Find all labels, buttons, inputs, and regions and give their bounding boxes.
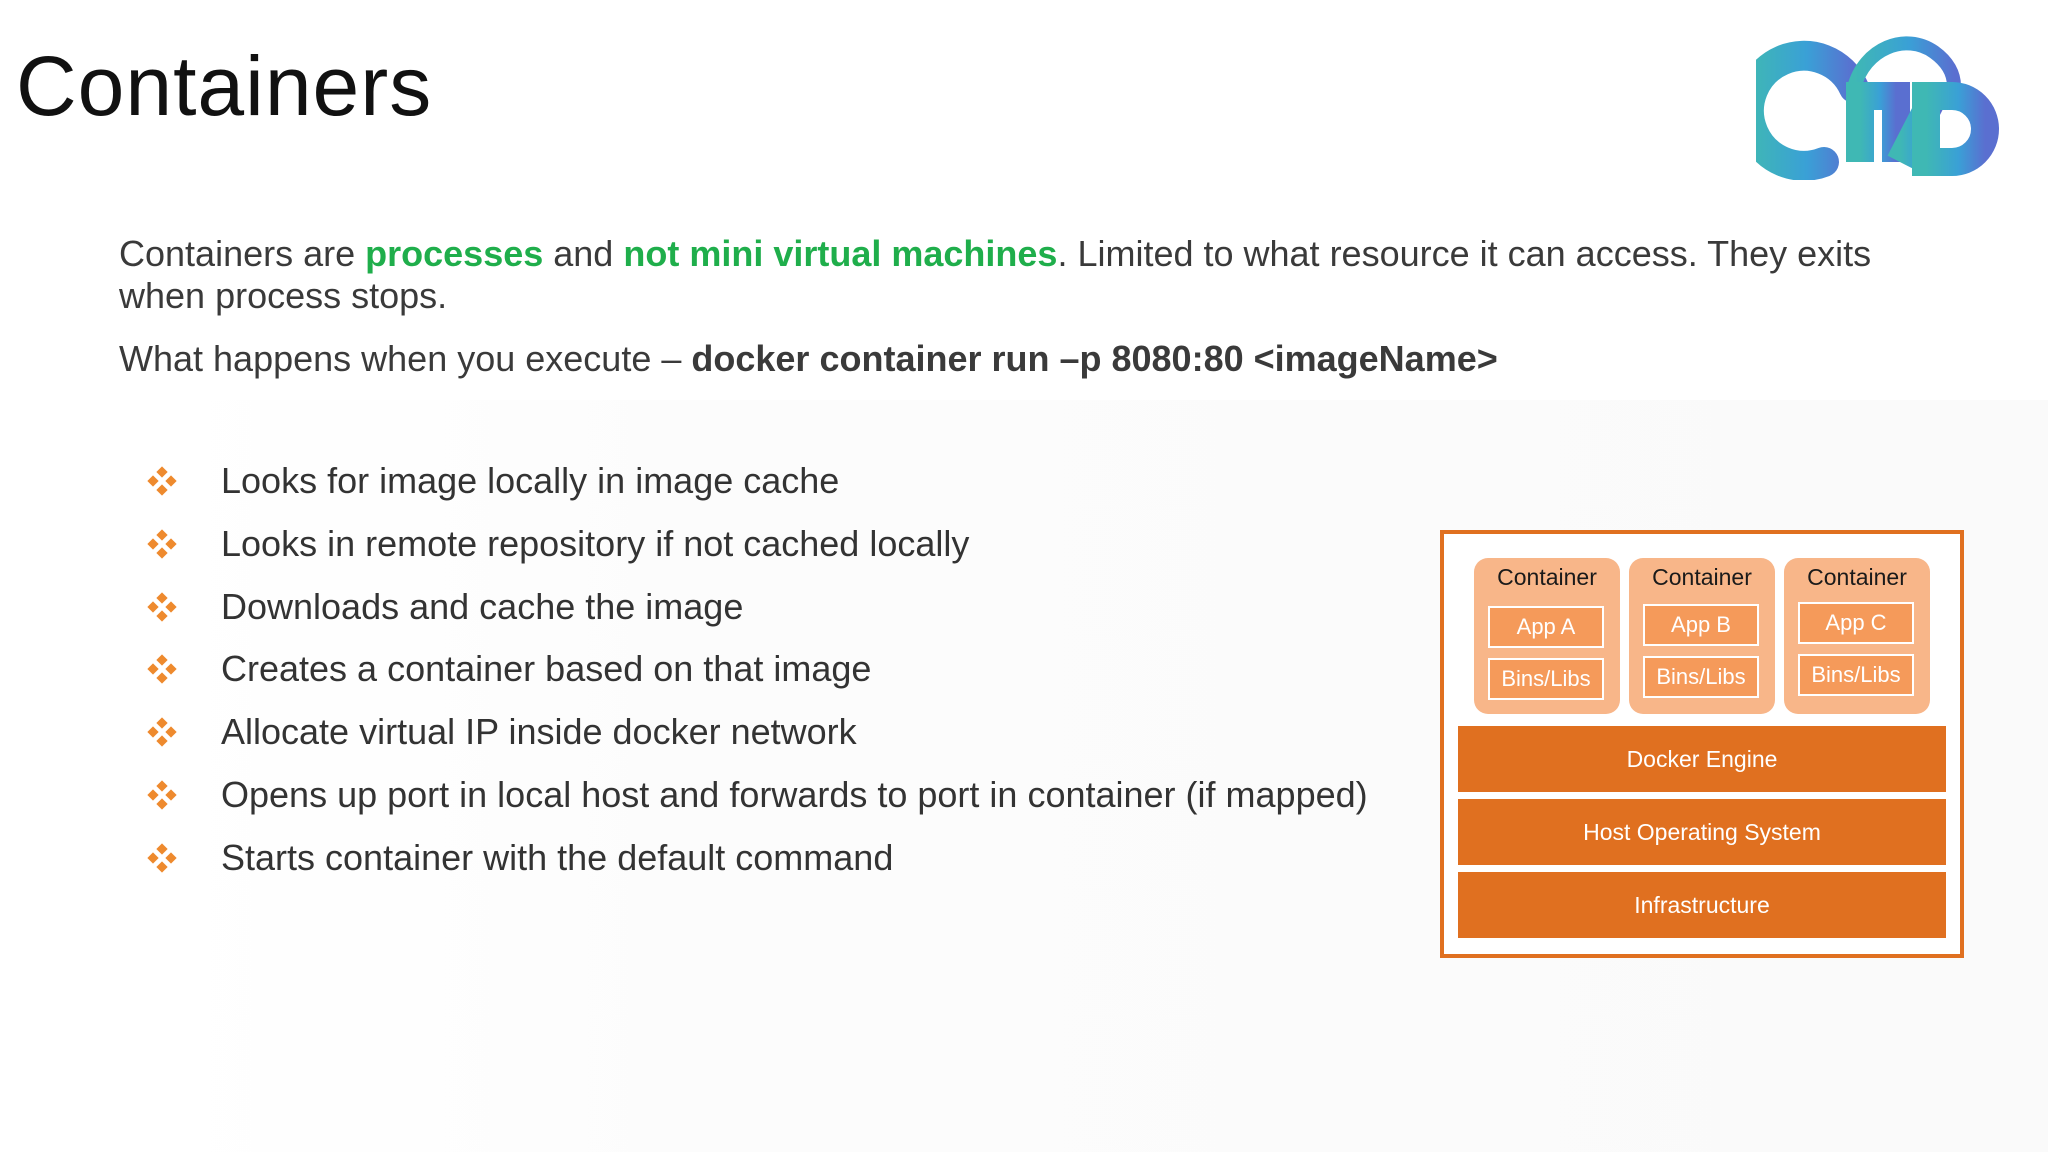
app-box: App B xyxy=(1643,604,1759,646)
libs-box: Bins/Libs xyxy=(1798,654,1914,696)
container-c: Container App C Bins/Libs xyxy=(1784,558,1930,714)
highlight-processes: processes xyxy=(365,233,544,274)
intro-paragraph: Containers are processes and not mini vi… xyxy=(119,233,1872,316)
container-a: Container App A Bins/Libs xyxy=(1474,558,1620,714)
libs-box: Bins/Libs xyxy=(1643,656,1759,698)
docker-command: docker container run –p 8080:80 <imageNa… xyxy=(691,338,1498,379)
list-item-text: Looks for image locally in image cache xyxy=(221,460,840,501)
command-paragraph: What happens when you execute – docker c… xyxy=(119,338,1498,379)
list-item-text: Opens up port in local host and forwards… xyxy=(221,773,1368,815)
container-b: Container App B Bins/Libs xyxy=(1629,558,1775,714)
slide-title: Containers xyxy=(16,39,433,133)
diamond-bullet-icon xyxy=(147,654,177,685)
list-item-text: Looks in remote repository if not cached… xyxy=(221,522,970,564)
libs-box: Bins/Libs xyxy=(1488,658,1604,700)
diamond-bullet-icon xyxy=(147,591,177,622)
docker-engine-layer: Docker Engine xyxy=(1458,726,1946,792)
diamond-bullet-icon xyxy=(147,717,177,747)
highlight-not-vms: not mini virtual machines xyxy=(623,233,1058,274)
diamond-bullet-icon xyxy=(147,529,177,559)
infrastructure-layer: Infrastructure xyxy=(1458,872,1946,938)
host-os-layer: Host Operating System xyxy=(1458,799,1946,865)
app-box: App A xyxy=(1488,606,1604,648)
container-architecture-diagram: Container App A Bins/Libs Container App … xyxy=(1440,530,1964,958)
container-label: Container xyxy=(1497,564,1597,590)
diamond-bullet-icon xyxy=(147,843,177,873)
list-item-text: Allocate virtual IP inside docker networ… xyxy=(221,711,857,753)
list-item-text: Creates a container based on that image xyxy=(221,648,872,690)
list-item-text: Starts container with the default comman… xyxy=(221,836,894,878)
cloud-logo-icon xyxy=(1756,36,1999,180)
list-item-text: Downloads and cache the image xyxy=(221,585,744,627)
app-box: App C xyxy=(1798,602,1914,644)
diamond-bullet-icon xyxy=(147,780,177,810)
container-label: Container xyxy=(1807,564,1907,590)
diamond-bullet-icon xyxy=(147,466,177,496)
container-label: Container xyxy=(1652,564,1752,590)
